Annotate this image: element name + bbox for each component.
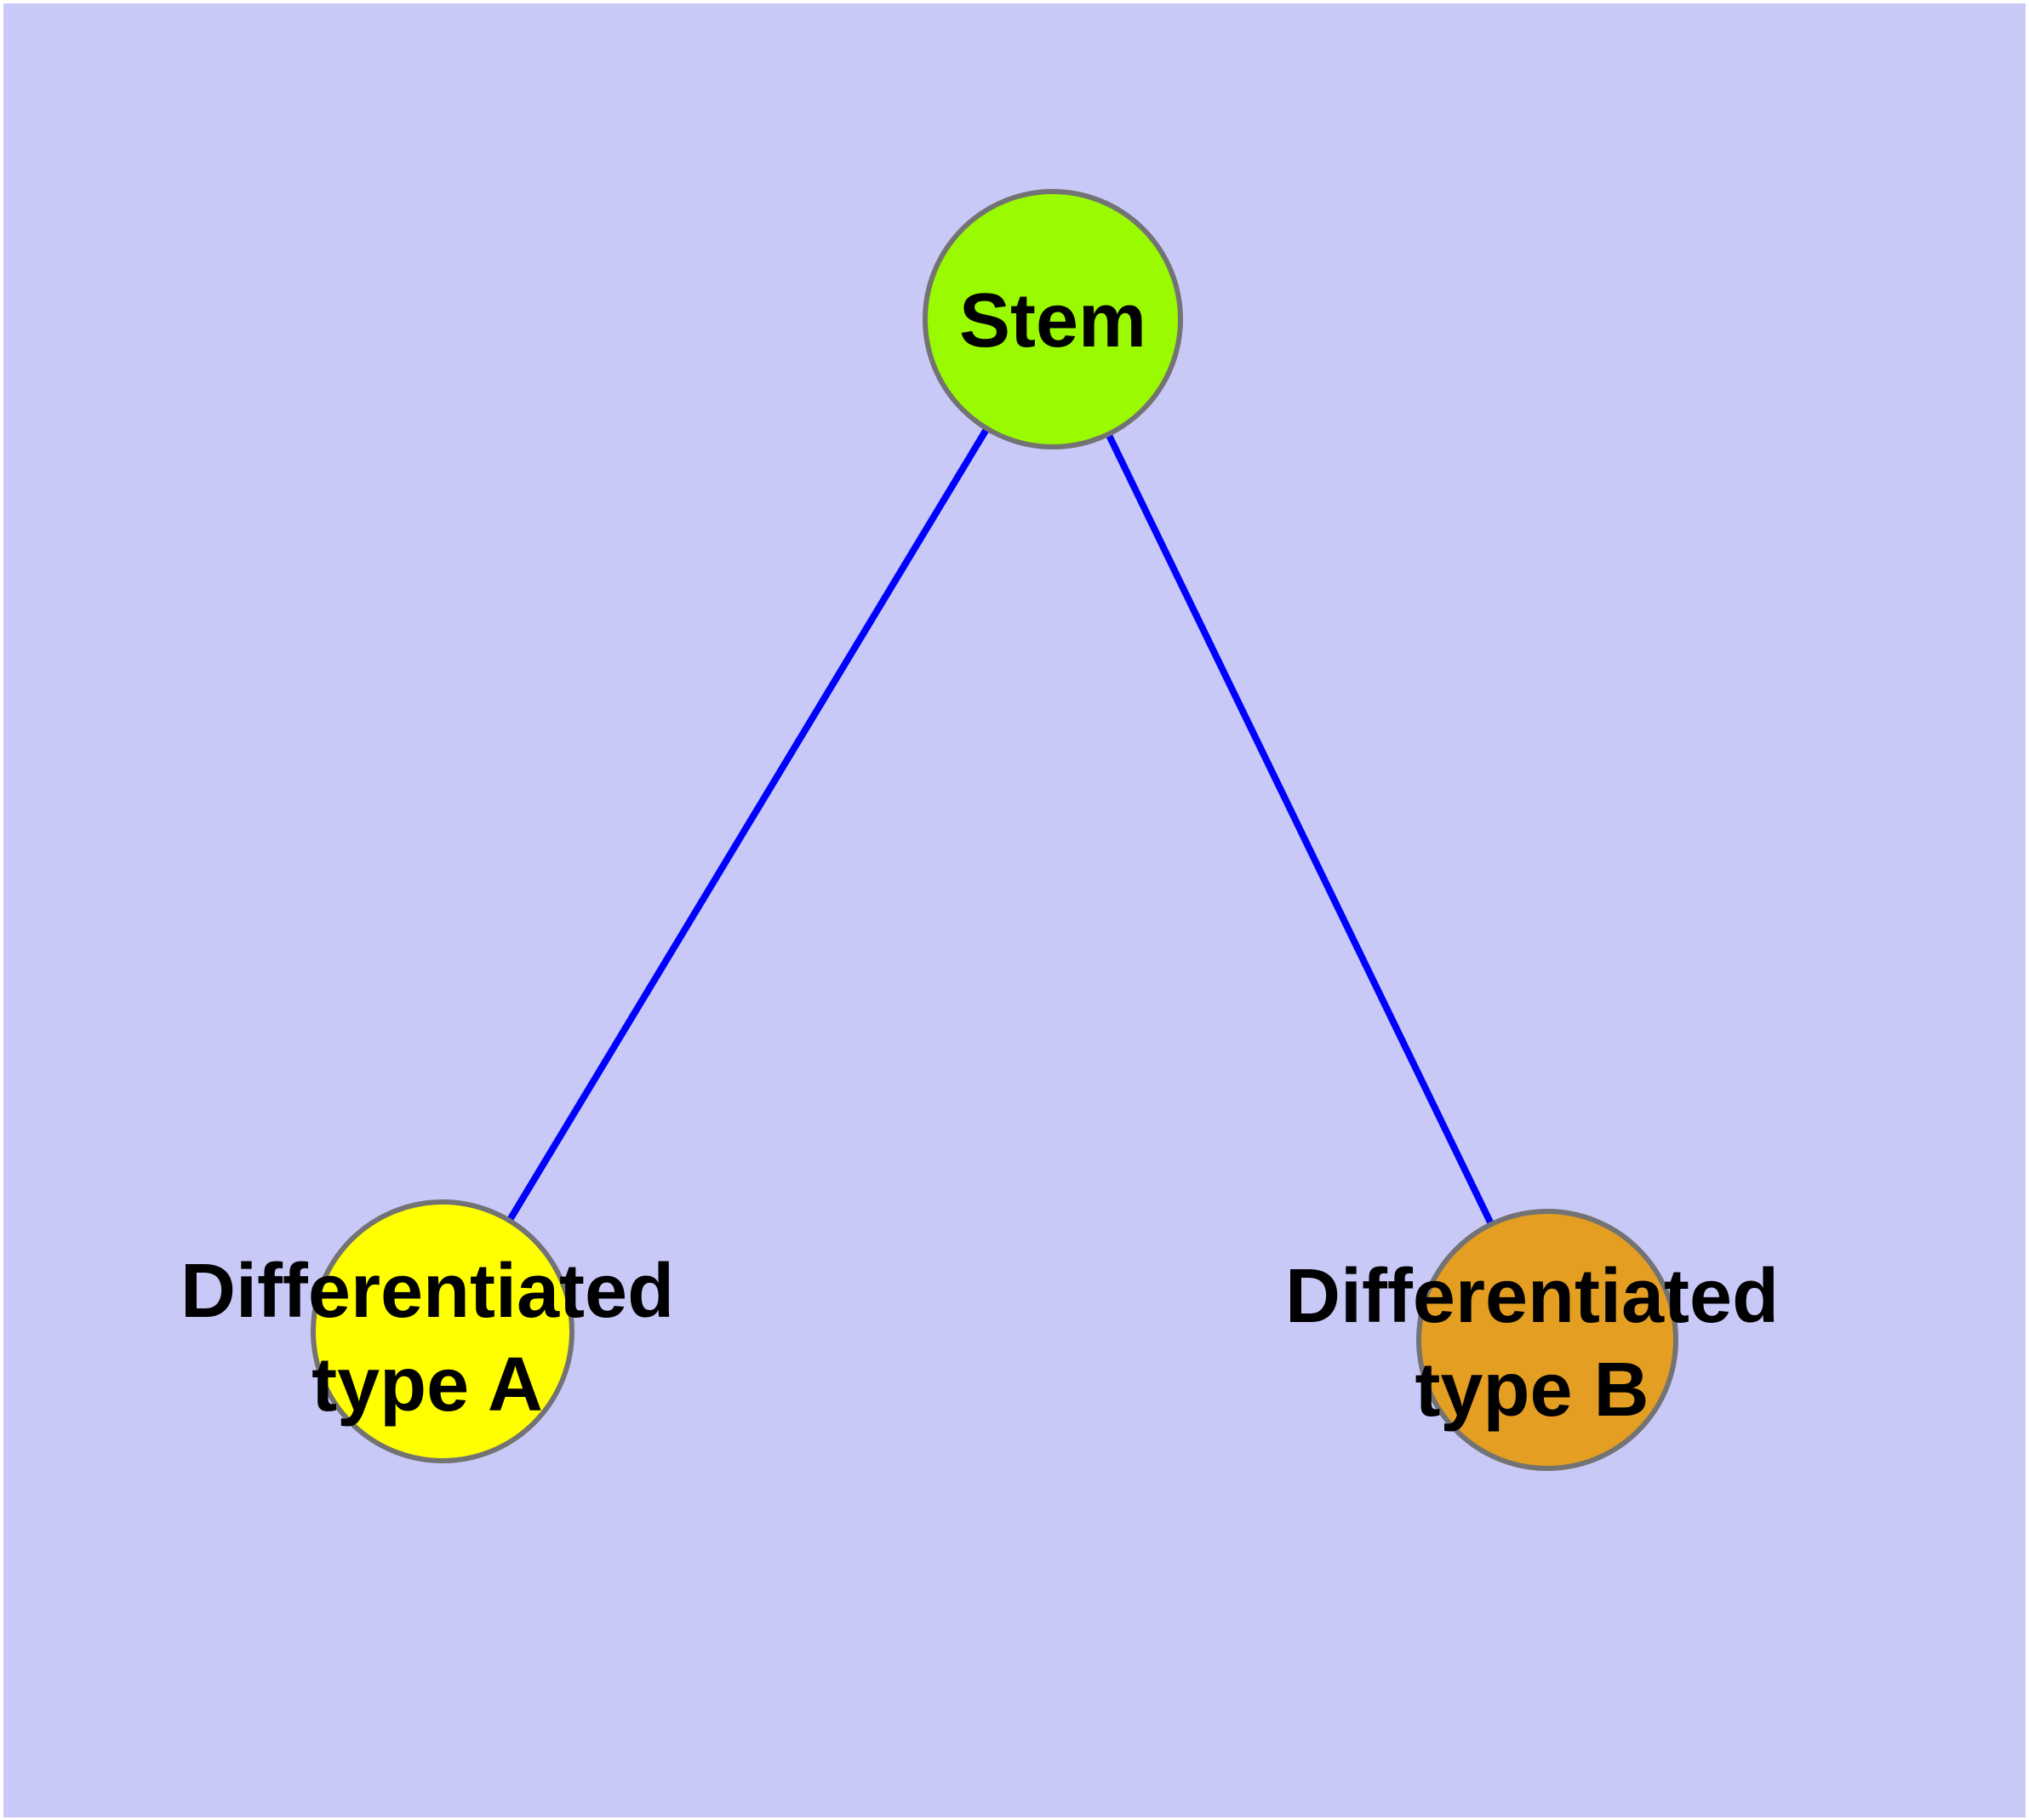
- node-type-a-label: Differentiated type A: [180, 1245, 674, 1432]
- node-type-b-label-line1: Differentiated: [1284, 1254, 1780, 1339]
- node-type-a-label-line1: Differentiated: [180, 1249, 675, 1334]
- node-type-b-label-line2: type B: [1415, 1348, 1649, 1433]
- node-differentiated-type-a-circle: [311, 1199, 574, 1463]
- node-stem-label: Stem: [958, 278, 1147, 363]
- node-type-a-label-line2: type A: [311, 1342, 543, 1428]
- edge-stem-to-type-b: [1049, 318, 1551, 1342]
- edge-stem-to-type-a: [439, 317, 1056, 1334]
- node-type-b-label: Differentiated type B: [1285, 1250, 1779, 1437]
- node-stem-circle: [923, 189, 1183, 449]
- node-differentiated-type-b-circle: [1416, 1209, 1678, 1471]
